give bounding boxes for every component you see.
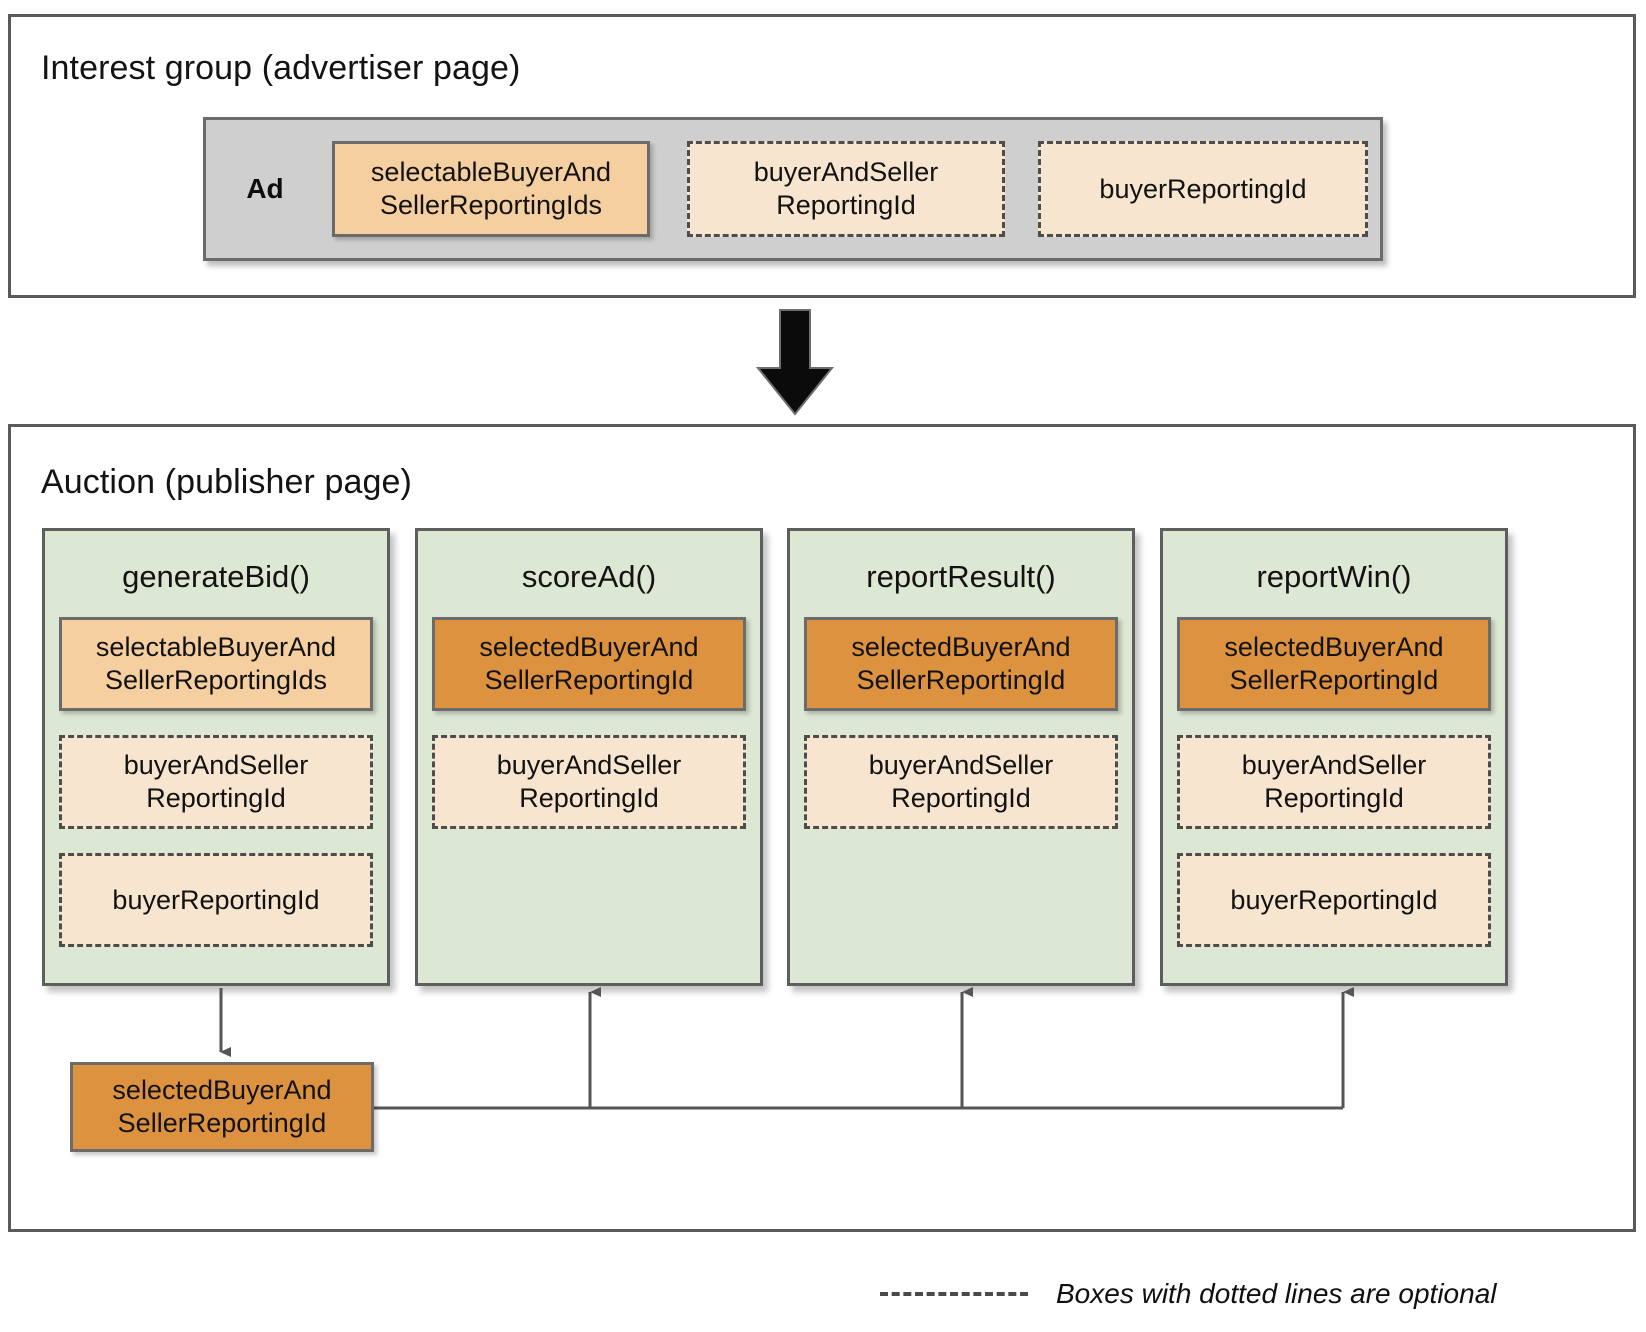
interest-group-title: Interest group (advertiser page) (41, 49, 521, 87)
legend: Boxes with dotted lines are optional (880, 1278, 1497, 1310)
function-name-generatebid: generateBid() (122, 559, 310, 594)
ad-label: Ad (246, 173, 284, 204)
flow-down-arrow-icon (755, 309, 835, 416)
ad-field-buyer-reporting-id: buyerReportingId (1038, 141, 1368, 237)
legend-label: Boxes with dotted lines are optional (1056, 1278, 1497, 1309)
function-name-scoread: scoreAd() (521, 559, 657, 594)
generatebid-field-buyer-reporting-id: buyerReportingId (59, 853, 373, 947)
function-name-reportwin: reportWin() (1256, 559, 1412, 594)
legend-dashed-line-swatch (880, 1292, 1028, 1296)
auction-title: Auction (publisher page) (41, 463, 412, 501)
reportwin-field-buyer-reporting-id: buyerReportingId (1177, 853, 1491, 947)
interest-group-panel: Interest group (advertiser page) Ad sele… (8, 14, 1636, 298)
function-name-reportresult: reportResult() (866, 559, 1056, 594)
